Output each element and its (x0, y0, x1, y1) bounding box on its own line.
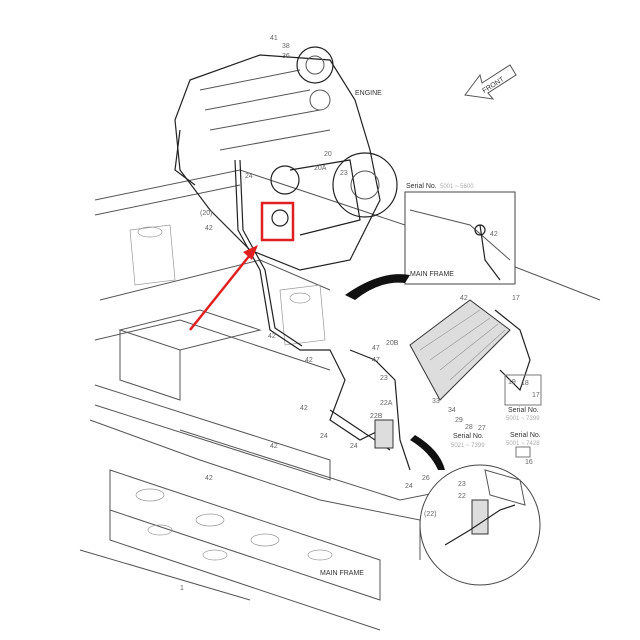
serial-label: Serial No. (508, 407, 539, 414)
main-frame-structure (79, 169, 601, 631)
callout-numbers: 41 38 36 20 20A 23 24 42 (20) 42 42 42 4… (180, 35, 540, 592)
serial-range: 5001 ~ 5600 (440, 184, 474, 190)
serial-range: 5001 ~ 7399 (506, 416, 540, 422)
serial-range: 5021 ~ 7399 (451, 443, 485, 449)
callout: 19 (508, 379, 516, 386)
callout: 42 (205, 225, 213, 232)
callout: 23 (458, 481, 466, 488)
callout: 20 (324, 151, 332, 158)
callout: 24 (245, 173, 253, 180)
main-frame-label: MAIN FRAME (320, 570, 364, 577)
callout: 24 (350, 443, 358, 450)
inset-receiver-detail (410, 435, 541, 586)
serial-label: Serial No. (406, 183, 437, 190)
callout: 41 (270, 35, 278, 42)
callout: 42 (268, 333, 276, 340)
callout: 29 (455, 417, 463, 424)
engine (174, 46, 398, 271)
serial-label: Serial No. (453, 433, 484, 440)
front-arrow-icon (464, 64, 517, 100)
callout: 20A (314, 165, 327, 172)
callout: 47 (372, 345, 380, 352)
callout: 22B (370, 413, 383, 420)
callout: 22A (380, 400, 393, 407)
callout: 42 (460, 295, 468, 302)
callout: 22 (458, 493, 466, 500)
serial-box-2 (515, 446, 531, 458)
callout: 42 (205, 475, 213, 482)
inset-main-frame (345, 191, 516, 300)
callout: 28 (465, 424, 473, 431)
serial-range: 5001 ~ 7428 (506, 441, 540, 447)
callout: 16 (525, 459, 533, 466)
inset-main-frame-label: MAIN FRAME (410, 271, 454, 278)
serial-box-1 (504, 374, 542, 406)
callout: 24 (320, 433, 328, 440)
callout: 23 (340, 170, 348, 177)
callout: 18 (521, 380, 529, 387)
highlight-box (260, 201, 295, 242)
callout: 27 (478, 425, 486, 432)
callout: 47 (372, 357, 380, 364)
serial-label: Serial No. (510, 432, 541, 439)
callout: 23 (380, 375, 388, 382)
callout: 24 (405, 483, 413, 490)
callout: 26 (422, 475, 430, 482)
callout: 33 (432, 398, 440, 405)
callout: (20) (200, 210, 212, 217)
callout: 1 (180, 585, 184, 592)
callout: 36 (282, 53, 290, 60)
condenser (374, 299, 531, 449)
callout: 17 (532, 392, 540, 399)
callout: 42 (490, 231, 498, 238)
callout: 42 (305, 357, 313, 364)
callout: 38 (282, 43, 290, 50)
callout: 20B (386, 340, 399, 347)
highlight-arrow (189, 245, 258, 331)
callout: 42 (300, 405, 308, 412)
callout: 42 (270, 443, 278, 450)
callout: 34 (448, 407, 456, 414)
callout: (22) (424, 511, 436, 518)
engine-label: ENGINE (355, 90, 382, 97)
callout: 17 (512, 295, 520, 302)
